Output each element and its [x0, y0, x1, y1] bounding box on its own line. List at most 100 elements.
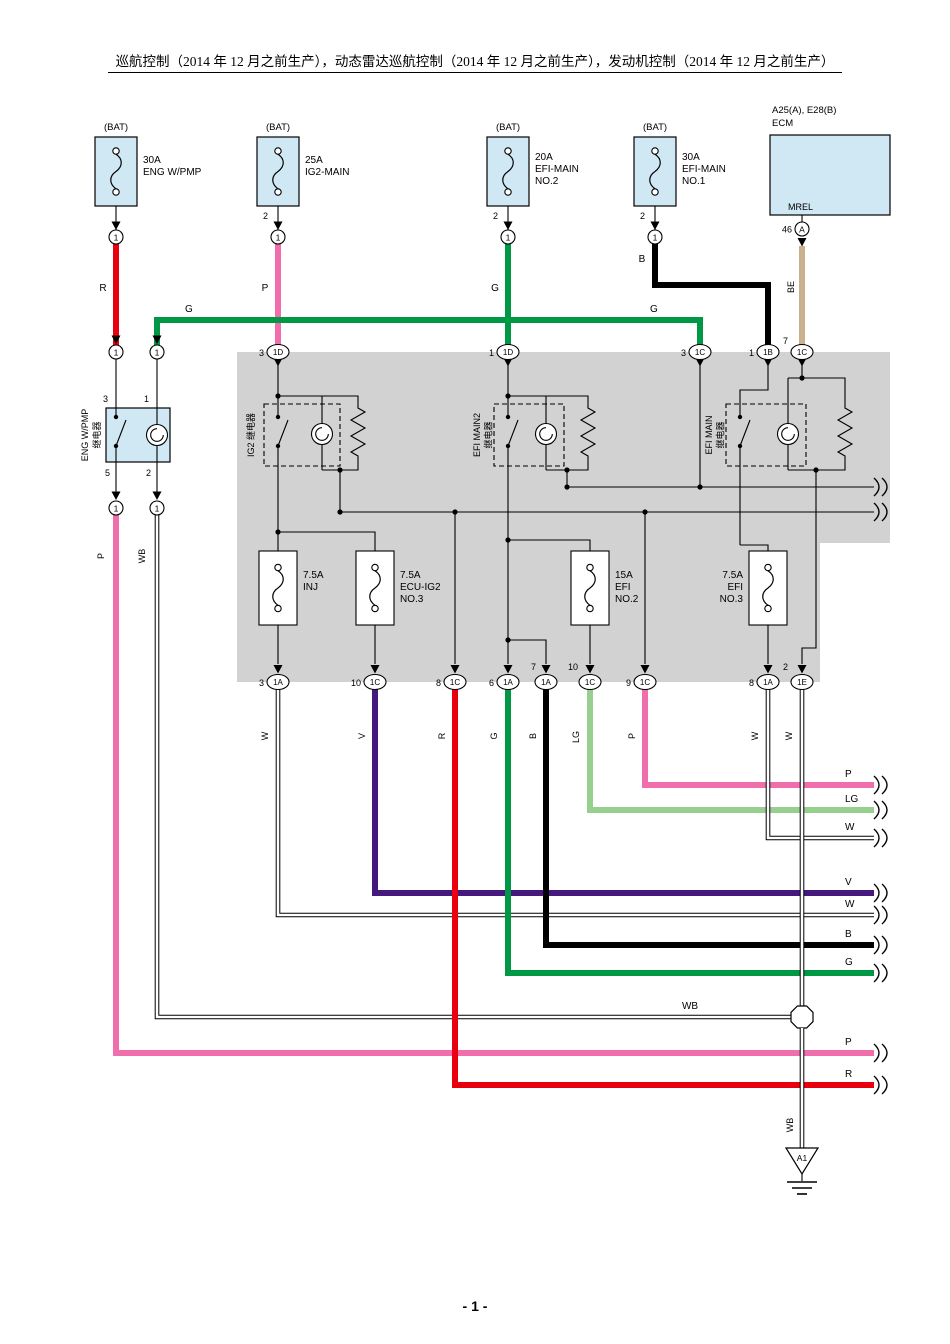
wire-internal: [508, 639, 547, 664]
wire-label: G: [491, 283, 499, 294]
pin-number: 1: [489, 348, 494, 358]
connector-code: 1A: [763, 678, 773, 687]
continuation-chevron-icon: [873, 775, 888, 795]
pin-number: 5: [105, 468, 110, 478]
exit-label-r: R: [845, 1069, 852, 1080]
wire-internal: [508, 539, 591, 551]
fuse-inj: 7.5A INJ: [258, 550, 324, 664]
relay-outline-efi-main: [725, 403, 807, 467]
flow-arrow-icon: [111, 221, 121, 230]
relay-contact-blade: [277, 419, 289, 447]
wire-label-g-left: G: [185, 304, 193, 315]
junction-dot: [564, 467, 570, 473]
fuse-name2: NO.2: [535, 176, 559, 187]
pin-number: 10: [568, 662, 578, 672]
continuation-chevron-icon: [873, 828, 888, 848]
wire-label-wb: WB: [682, 1001, 698, 1012]
wire-internal: [788, 462, 846, 471]
relay-coil-icon: [145, 423, 169, 447]
wire-v-10-1c: [372, 688, 874, 896]
wire-internal: [801, 470, 817, 664]
pin-number: 1: [749, 348, 754, 358]
contact-dot: [505, 414, 511, 420]
fuse-name: INJ: [303, 582, 318, 593]
relay-label-efi-main2: EFI MAIN2: [472, 413, 482, 457]
connector-code: 1C: [640, 678, 650, 687]
relay-label-eng: ENG W/PMP: [80, 409, 90, 462]
pin-number: 3: [103, 394, 108, 404]
ecm-module: A25(A), E28(B) ECM MREL 46 A BE: [769, 105, 891, 293]
wire-internal: [508, 395, 589, 402]
exit-label-w2: W: [845, 899, 855, 910]
pin-number: 8: [749, 678, 754, 688]
junction-dot: [813, 467, 819, 473]
splice-octagon-icon: [790, 1005, 814, 1029]
page-number: - 1 -: [462, 1298, 488, 1314]
contact-dot: [737, 414, 743, 420]
pin-number: 9: [626, 678, 631, 688]
fuse-efi-no3: 7.5A EFI NO.3: [720, 550, 788, 664]
block-connectors-top: 3 1D 1 1D 3 1C 1 1B 7 1C: [259, 336, 814, 367]
fuse-bat-label: (BAT): [643, 122, 667, 133]
connector-code: 1C: [450, 678, 460, 687]
fuse-bat-label: (BAT): [266, 122, 290, 133]
wire-internal: [322, 462, 359, 471]
fuse-rating: 7.5A: [400, 570, 421, 581]
relay-outline-efi-main2: [493, 403, 565, 467]
block-connectors-bottom: 3 1A 10 1C 8 1C 6 1A 7 1A 10 1C 9 1C: [259, 662, 814, 691]
fuse-ig2-main: (BAT) 25A IG2-MAIN 2 1 P: [256, 122, 349, 294]
relay-coil-icon: [534, 422, 558, 446]
pin-number: 2: [640, 211, 645, 221]
page-title-text: 巡航控制（2014 年 12 月之前生产），动态雷达巡航控制（2014 年 12…: [107, 54, 843, 73]
pin-number: 8: [436, 678, 441, 688]
fuse-name: ECU-IG2: [400, 582, 441, 593]
connector-code: 1B: [763, 348, 773, 357]
wire-label: B: [639, 254, 646, 265]
wire-internal: [278, 531, 376, 551]
wire-label: BE: [786, 281, 796, 293]
pin-number: 2: [146, 468, 151, 478]
fuse-name: EFI-MAIN: [682, 164, 726, 175]
connector-number: A: [799, 225, 805, 235]
wire-label: P: [627, 733, 637, 739]
wire-g-bus: [154, 317, 703, 345]
fuse-name: EFI: [615, 582, 631, 593]
wire-label: B: [528, 733, 538, 739]
pin-number: 2: [263, 211, 268, 221]
relay-label-eng-2: 继电器: [91, 421, 102, 448]
relay-coil-icon: [310, 422, 334, 446]
connector-code: 1A: [273, 678, 283, 687]
junction-dot: [505, 637, 511, 643]
wire-internal: [739, 358, 769, 417]
junction-dot: [799, 375, 805, 381]
junction-dot: [275, 393, 281, 399]
ground-label: A1: [797, 1153, 808, 1163]
flow-arrow-icon: [152, 491, 162, 500]
junction-dot: [564, 484, 570, 490]
wire-label: P: [96, 553, 106, 559]
wire-label: W: [784, 731, 794, 740]
pin-number: 7: [531, 662, 536, 672]
ground-triangle-icon: [784, 1147, 820, 1176]
connector-number: 1: [114, 348, 119, 358]
fuse-efi-main-no2: (BAT) 20A EFI-MAIN NO.2 2 1 G: [486, 122, 579, 294]
pin-number: 3: [681, 348, 686, 358]
fuse-rating: 7.5A: [722, 570, 743, 581]
fuse-rating: 15A: [615, 570, 633, 581]
fuse-name: IG2-MAIN: [305, 167, 349, 178]
pin-number: 10: [351, 678, 361, 688]
fuse-name2: NO.3: [400, 594, 424, 605]
fuse-rating: 30A: [143, 155, 161, 166]
connector-number: 1: [506, 233, 511, 243]
connector-code: 1D: [273, 348, 283, 357]
contact-dot: [113, 443, 119, 449]
pin-number: 3: [259, 678, 264, 688]
flow-arrow-icon: [503, 221, 513, 230]
flow-arrow-icon: [273, 221, 283, 230]
junction-dot: [505, 537, 511, 543]
wire-label: G: [489, 732, 499, 739]
junction-dot: [337, 467, 343, 473]
ecm-name: ECM: [772, 118, 793, 129]
junction-dot: [275, 529, 281, 535]
